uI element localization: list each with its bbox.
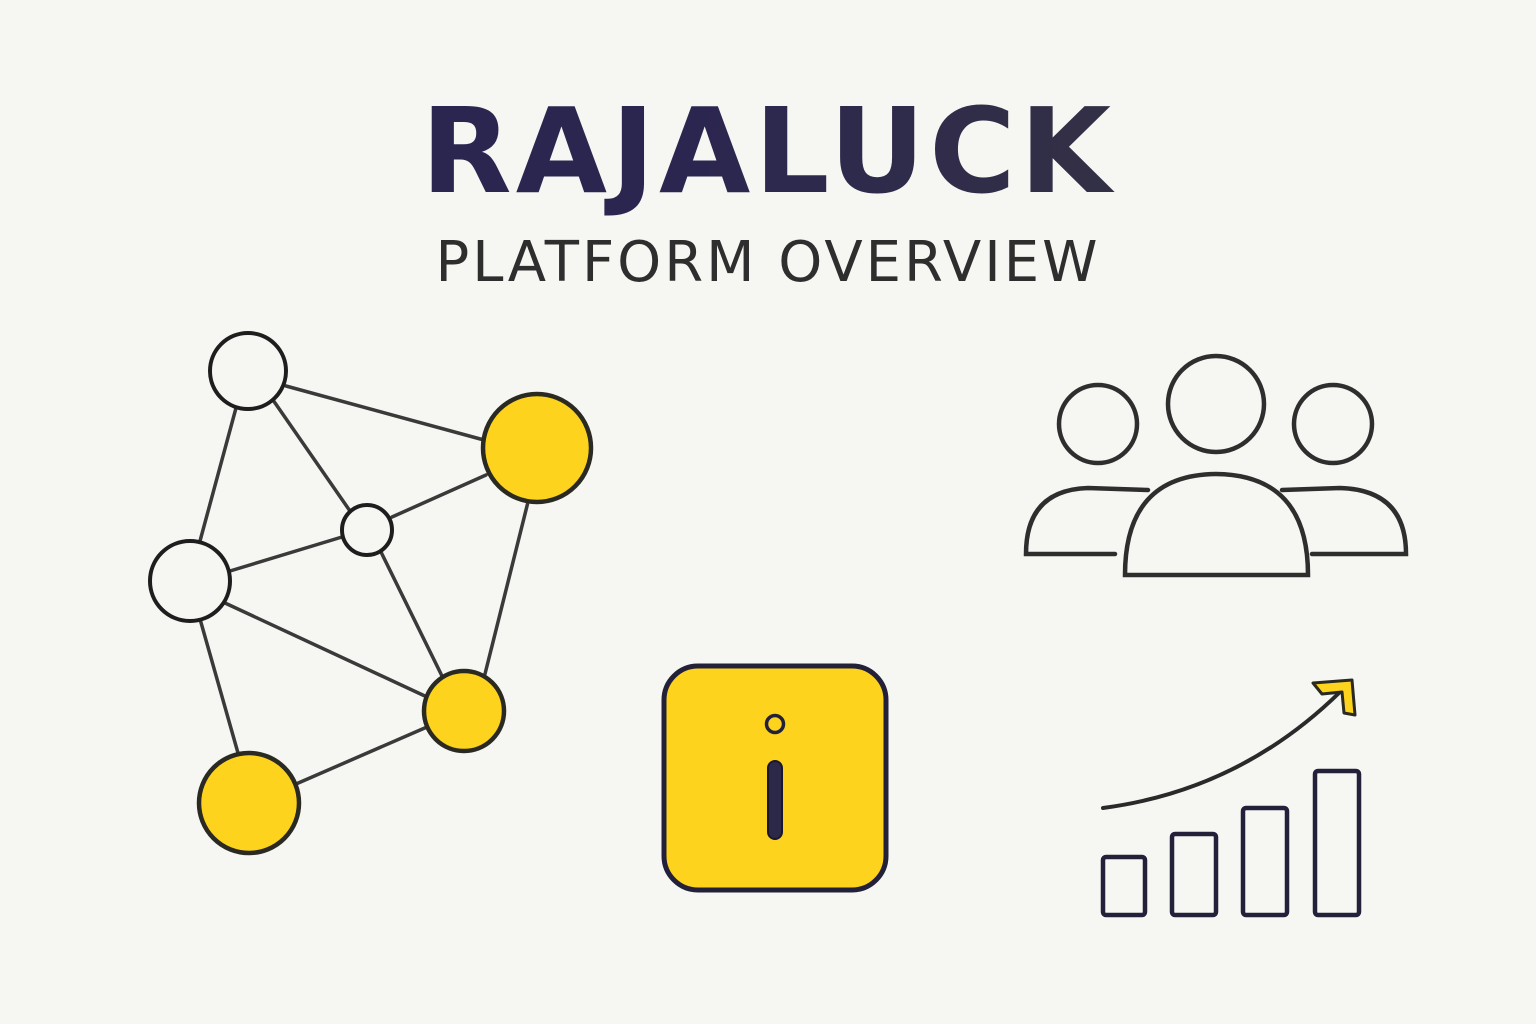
network-edge bbox=[294, 725, 429, 786]
info-icon bbox=[661, 663, 889, 893]
growth-bar bbox=[1169, 831, 1219, 918]
network-node-empty bbox=[208, 331, 288, 411]
growth-bar bbox=[1100, 854, 1148, 918]
network-node-empty bbox=[148, 539, 232, 623]
network-edge bbox=[198, 617, 240, 755]
network-edge bbox=[271, 398, 352, 513]
network-edge bbox=[390, 473, 488, 519]
network-node-empty bbox=[340, 503, 394, 557]
network-node-filled bbox=[421, 668, 507, 754]
network-edge bbox=[284, 384, 486, 442]
page-title: RAJALUCK bbox=[0, 86, 1536, 216]
user-center-head-icon bbox=[1165, 353, 1267, 455]
network-edge bbox=[379, 550, 444, 678]
growth-chart-icon bbox=[1100, 678, 1362, 918]
network-edge bbox=[198, 406, 238, 543]
network-edges bbox=[198, 384, 530, 786]
network-edge bbox=[223, 601, 429, 699]
user-right-body-icon bbox=[1279, 485, 1409, 557]
network-node-filled bbox=[480, 391, 594, 505]
user-left-head-icon bbox=[1056, 382, 1140, 466]
users-group-icon bbox=[1023, 353, 1409, 578]
user-right-head-icon bbox=[1291, 382, 1375, 466]
growth-trend-line bbox=[1101, 690, 1342, 810]
growth-bars bbox=[1100, 768, 1362, 918]
network-edge bbox=[228, 535, 344, 573]
info-icon-dot bbox=[764, 713, 786, 735]
user-left-body-icon bbox=[1023, 485, 1151, 557]
growth-bar bbox=[1240, 805, 1290, 918]
page-subtitle: PLATFORM OVERVIEW bbox=[435, 230, 1101, 295]
info-icon-stem bbox=[767, 760, 783, 840]
network-node-filled bbox=[196, 750, 302, 856]
growth-arrow-head-icon bbox=[1311, 678, 1357, 717]
user-center-body-icon bbox=[1122, 471, 1311, 578]
growth-bar bbox=[1312, 768, 1362, 918]
network-graph-icon bbox=[148, 331, 594, 856]
network-edge bbox=[483, 500, 530, 676]
